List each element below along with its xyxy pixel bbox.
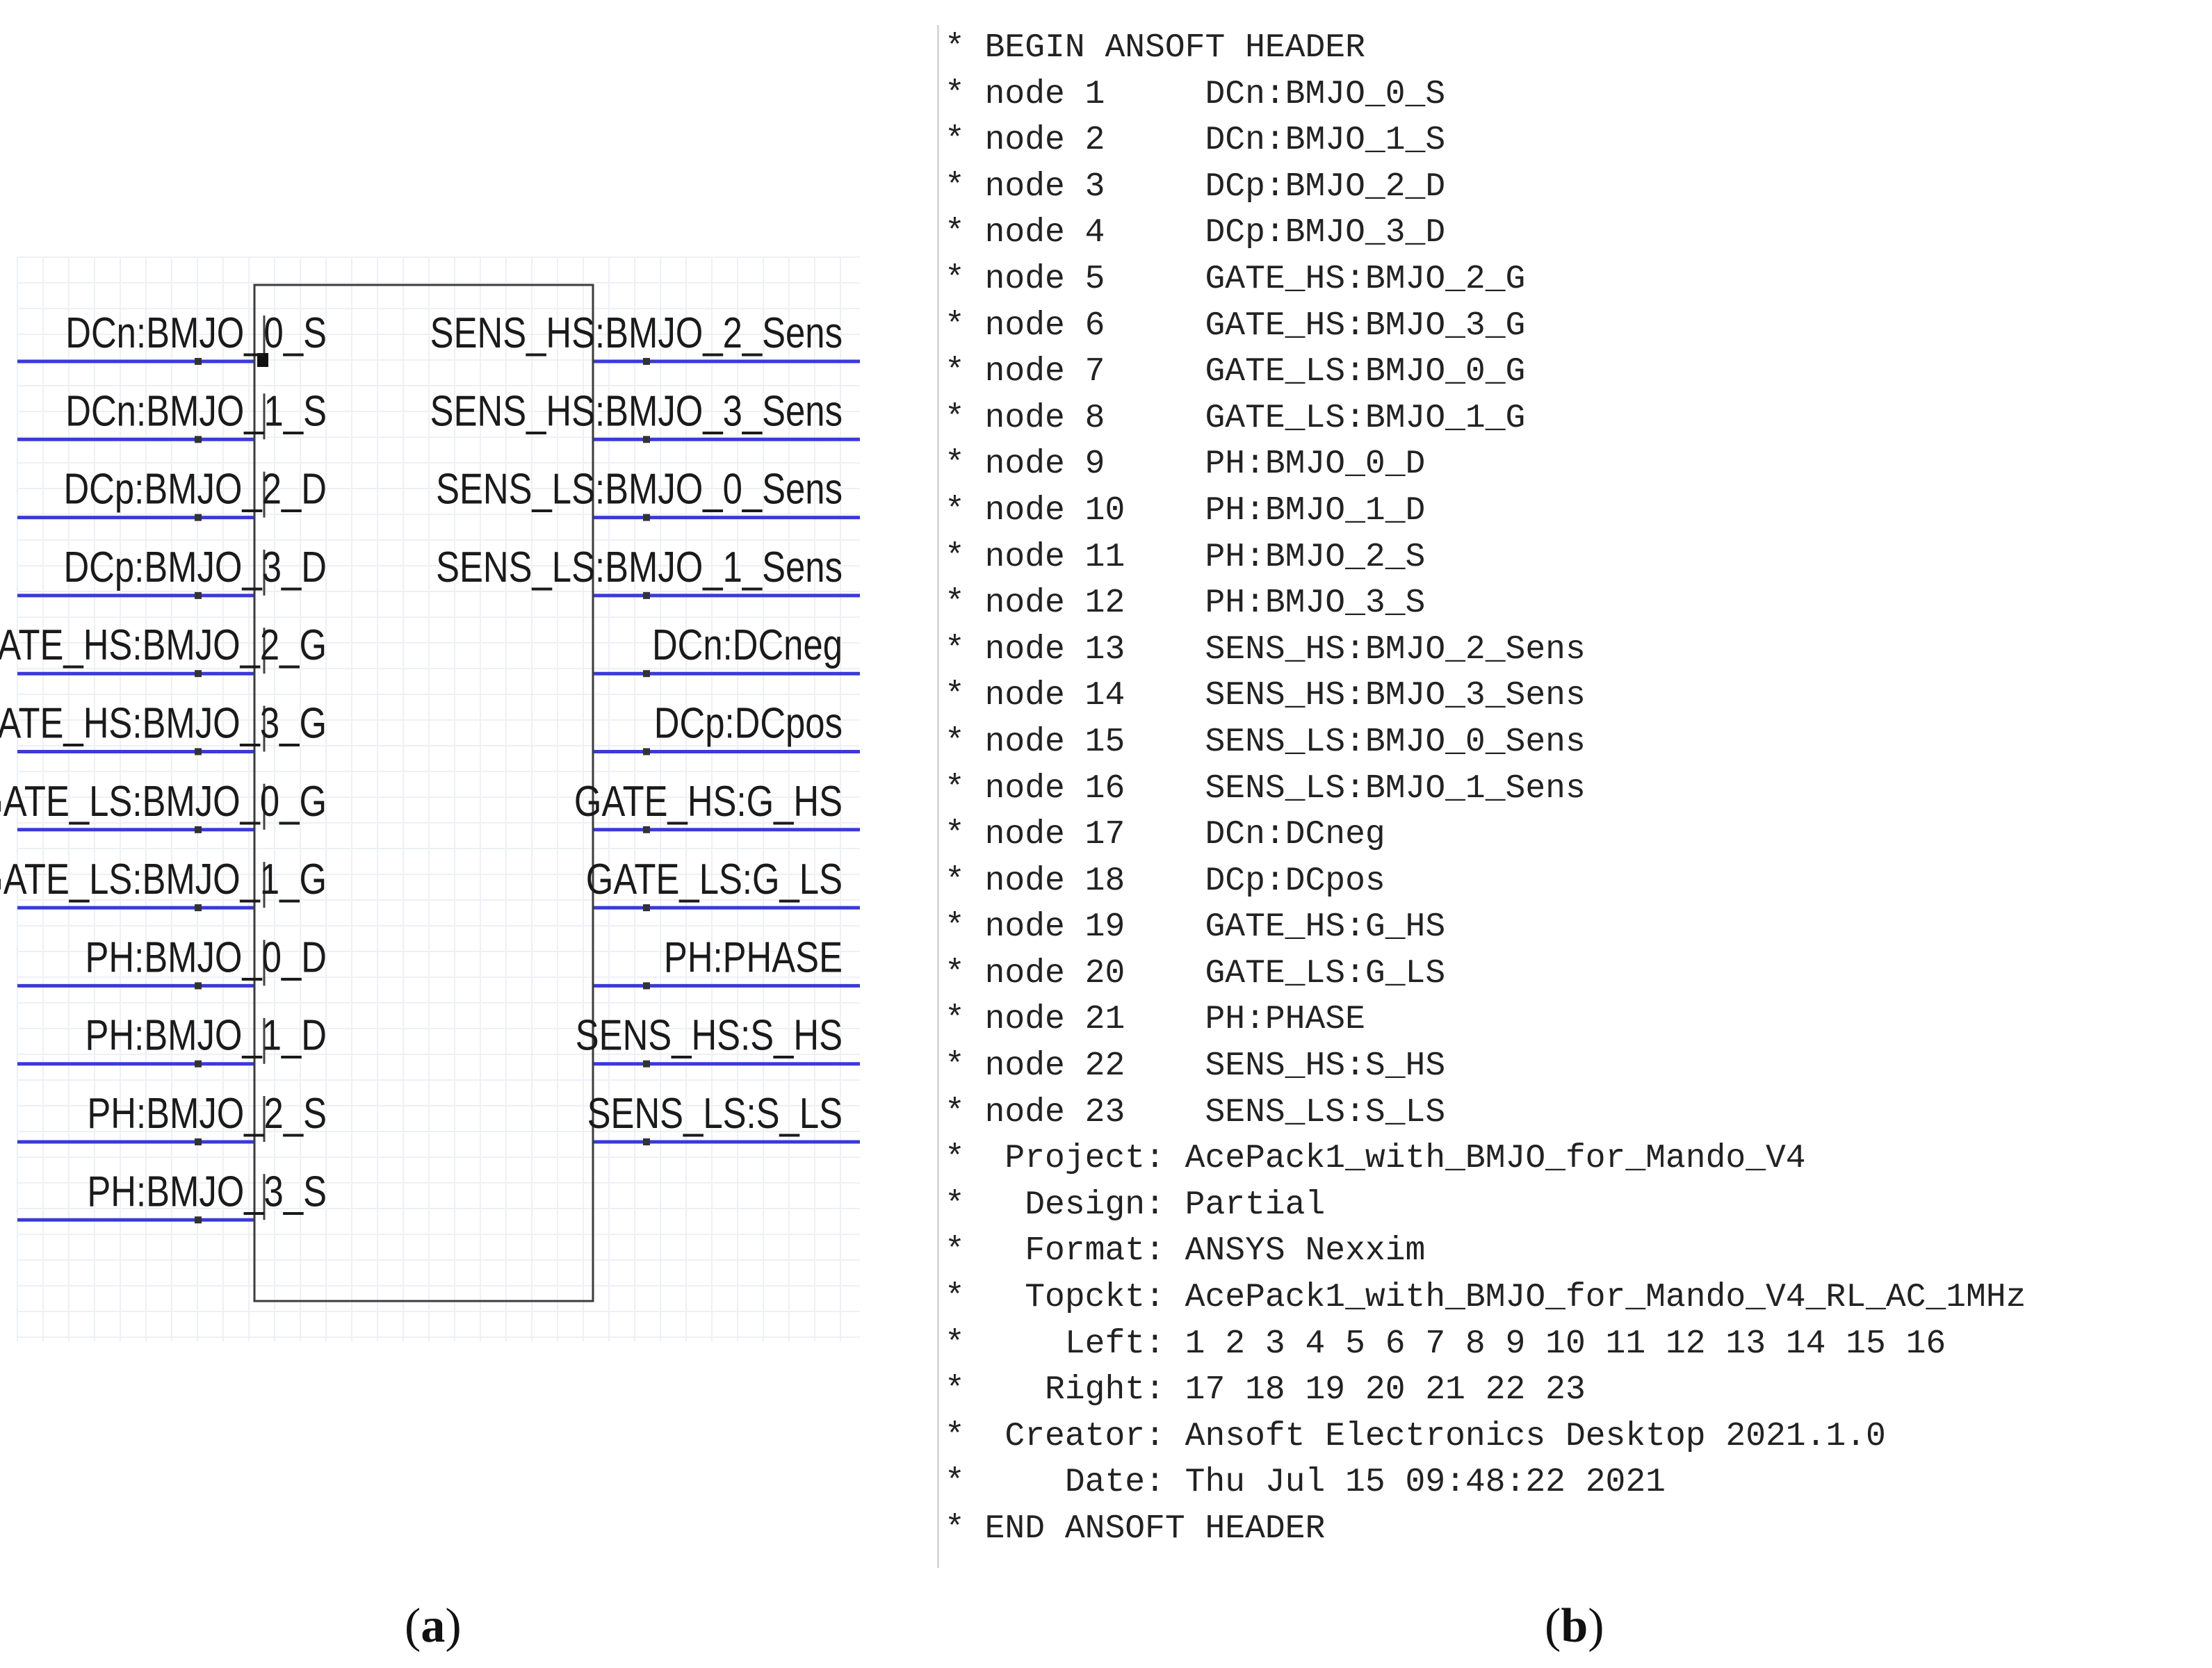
right-pin-connector xyxy=(643,670,650,678)
schematic-symbol: DCn:BMJO_0_S DCn:BMJO_1_S DCp:BMJO_2_D DCp:… xyxy=(0,256,860,1341)
schematic-panel: DCn:BMJO_0_S DCn:BMJO_1_S DCp:BMJO_2_D DCp:… xyxy=(0,0,876,1460)
right-pin-connector xyxy=(643,982,650,990)
left-pin-connector xyxy=(195,904,202,912)
listing-line: * node 22 SENS_HS:S_HS xyxy=(945,1047,1446,1086)
left-pin-connector xyxy=(195,514,202,521)
listing-line: * node 13 SENS_HS:BMJO_2_Sens xyxy=(945,630,1586,669)
right-pin-label: SENS_HS:BMJO_3_Sens xyxy=(430,388,843,436)
left-pin-label: DCp:BMJO_2_D xyxy=(63,466,327,514)
listing-line: * node 9 PH:BMJO_0_D xyxy=(945,445,1426,484)
listing-line: * node 16 SENS_LS:BMJO_1_Sens xyxy=(945,769,1586,808)
left-pin-connector xyxy=(195,826,202,833)
right-pin-connector xyxy=(643,358,650,365)
right-pin-label: DCp:DCpos xyxy=(654,700,843,748)
right-pin-connector xyxy=(643,514,650,521)
listing-line: * node 4 DCp:BMJO_3_D xyxy=(945,214,1446,252)
listing-line: * node 21 PH:PHASE xyxy=(945,1001,1365,1039)
pin-1-marker xyxy=(257,353,268,367)
listing-line: * node 3 DCp:BMJO_2_D xyxy=(945,167,1446,206)
left-pin-connector xyxy=(195,1060,202,1068)
left-pin-connector xyxy=(195,436,202,443)
left-pin-label: DCn:BMJO_1_S xyxy=(65,388,327,436)
left-pin-label: DCp:BMJO_3_D xyxy=(63,543,327,591)
listing-line: * node 7 GATE_LS:BMJO_0_G xyxy=(945,353,1526,391)
right-pin-label: SENS_HS:S_HS xyxy=(576,1012,843,1060)
listing-line: * node 5 GATE_HS:BMJO_2_G xyxy=(945,260,1526,298)
listing-line: * node 11 PH:BMJO_2_S xyxy=(945,538,1426,576)
component-body[interactable] xyxy=(253,284,594,1302)
right-pin-connector xyxy=(643,591,650,599)
left-pin-label: GATE_LS:BMJO_1_G xyxy=(0,856,327,903)
listing-line: * node 17 DCn:DCneg xyxy=(945,816,1385,854)
right-pin-connector xyxy=(643,1138,650,1145)
netlist-header-panel: * BEGIN ANSOFT HEADER * node 1 DCn:BMJO_0… xyxy=(937,25,2211,1568)
listing-line: * node 14 SENS_HS:BMJO_3_Sens xyxy=(945,677,1586,715)
listing-line: * Design: Partial xyxy=(945,1186,1326,1224)
right-pin-connector xyxy=(643,826,650,833)
listing-line: * END ANSOFT HEADER xyxy=(945,1510,1326,1548)
listing-line: * Project: AcePack1_with_BMJO_for_Mando_… xyxy=(945,1140,1806,1178)
right-pin-label: GATE_HS:G_HS xyxy=(574,778,843,826)
listing-line: * node 20 GATE_LS:G_LS xyxy=(945,954,1446,992)
pin-wires xyxy=(17,316,860,1224)
left-pin-connector xyxy=(195,1216,202,1224)
left-pin-label: GATE_LS:BMJO_0_G xyxy=(0,778,327,826)
caption-a-letter: a xyxy=(421,1599,446,1653)
netlist-header-listing: * BEGIN ANSOFT HEADER * node 1 DCn:BMJO_0… xyxy=(939,25,2211,1553)
left-pin-connector xyxy=(195,748,202,755)
listing-line: * node 8 GATE_LS:BMJO_1_G xyxy=(945,399,1526,437)
listing-line: * Date: Thu Jul 15 09:48:22 2021 xyxy=(945,1464,1666,1502)
left-pin-label: PH:BMJO_3_S xyxy=(87,1168,327,1216)
listing-line: * node 2 DCn:BMJO_1_S xyxy=(945,122,1446,160)
right-pin-label: SENS_HS:BMJO_2_Sens xyxy=(430,309,843,357)
right-pin-label: SENS_LS:BMJO_1_Sens xyxy=(436,543,843,591)
listing-line: * node 23 SENS_LS:S_LS xyxy=(945,1093,1446,1131)
left-pin-label: PH:BMJO_0_D xyxy=(86,934,327,982)
left-pin-connector xyxy=(195,358,202,365)
left-pin-connector xyxy=(195,591,202,599)
listing-line: * Right: 17 18 19 20 21 22 23 xyxy=(945,1371,1586,1409)
right-pin-label: DCn:DCneg xyxy=(652,622,843,670)
left-pin-label: GATE_HS:BMJO_2_G xyxy=(0,622,327,670)
right-pin-label: GATE_LS:G_LS xyxy=(586,856,843,903)
caption-a: (a) xyxy=(405,1599,462,1653)
left-pin-connector xyxy=(195,670,202,678)
right-pin-connector xyxy=(643,436,650,443)
right-pin-label: SENS_LS:BMJO_0_Sens xyxy=(436,466,843,514)
listing-line: * Creator: Ansoft Electronics Desktop 20… xyxy=(945,1417,1886,1455)
listing-line: * Left: 1 2 3 4 5 6 7 8 9 10 11 12 13 14… xyxy=(945,1325,1946,1363)
left-pin-label: DCn:BMJO_0_S xyxy=(65,309,327,357)
caption-b-letter: b xyxy=(1561,1599,1588,1653)
caption-b: (b) xyxy=(1545,1599,1604,1653)
listing-line: * BEGIN ANSOFT HEADER xyxy=(945,29,1365,67)
listing-line: * node 15 SENS_LS:BMJO_0_Sens xyxy=(945,723,1586,761)
listing-line: * Topckt: AcePack1_with_BMJO_for_Mando_V… xyxy=(945,1279,2026,1317)
left-pin-connector xyxy=(195,1138,202,1145)
listing-line: * node 6 GATE_HS:BMJO_3_G xyxy=(945,306,1526,345)
listing-line: * Format: ANSYS Nexxim xyxy=(945,1232,1426,1270)
left-pin-label: PH:BMJO_2_S xyxy=(87,1090,327,1138)
left-pin-label: PH:BMJO_1_D xyxy=(86,1012,327,1060)
listing-line: * node 10 PH:BMJO_1_D xyxy=(945,491,1426,530)
listing-line: * node 1 DCn:BMJO_0_S xyxy=(945,75,1446,113)
right-pin-connector xyxy=(643,904,650,912)
left-pin-connector xyxy=(195,982,202,990)
listing-line: * node 18 DCp:DCpos xyxy=(945,862,1385,900)
listing-line: * node 19 GATE_HS:G_HS xyxy=(945,908,1446,947)
pin-labels: DCn:BMJO_0_S DCn:BMJO_1_S DCp:BMJO_2_D DCp:… xyxy=(0,309,843,1216)
left-pin-label: GATE_HS:BMJO_3_G xyxy=(0,700,327,748)
right-pin-connector xyxy=(643,748,650,755)
right-pin-label: PH:PHASE xyxy=(664,934,843,982)
listing-line: * node 12 PH:BMJO_3_S xyxy=(945,584,1426,623)
right-pin-connector xyxy=(643,1060,650,1068)
right-pin-label: SENS_LS:S_LS xyxy=(587,1090,843,1138)
